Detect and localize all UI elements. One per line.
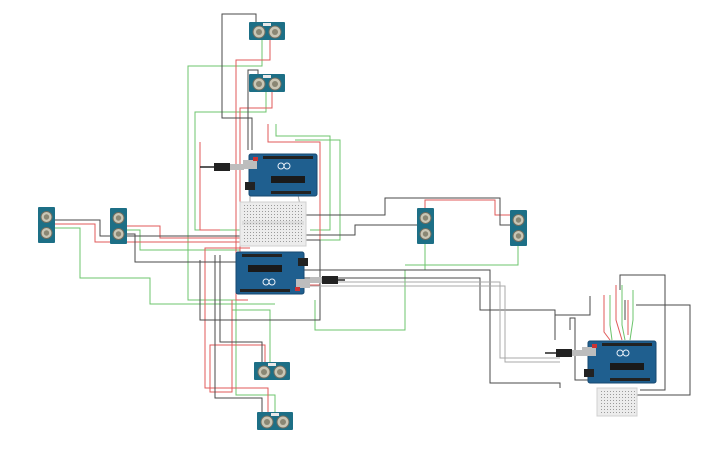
wires — [55, 13, 691, 412]
ultrasonic-sensor[interactable] — [416, 207, 435, 245]
ultrasonic-sensor[interactable] — [509, 209, 528, 247]
ultrasonic-sensor[interactable] — [253, 361, 291, 381]
red-wires — [55, 40, 629, 412]
ultrasonic-sensor[interactable] — [37, 206, 56, 244]
black-wires — [55, 13, 691, 412]
usb-cable-icon — [545, 349, 584, 357]
breadboard[interactable] — [596, 387, 638, 417]
arduino-board[interactable] — [242, 153, 318, 197]
ultrasonic-sensor[interactable] — [109, 207, 128, 245]
usb-cable-icon — [310, 276, 345, 284]
arduino-board[interactable] — [235, 251, 311, 295]
arduino-board[interactable] — [581, 340, 657, 384]
ultrasonic-sensor[interactable] — [256, 411, 294, 431]
ultrasonic-sensor[interactable] — [248, 21, 286, 41]
usb-cable-icon — [200, 163, 244, 171]
ultrasonic-sensor[interactable] — [248, 73, 286, 93]
green-wires — [55, 40, 634, 412]
breadboard[interactable] — [239, 201, 307, 247]
